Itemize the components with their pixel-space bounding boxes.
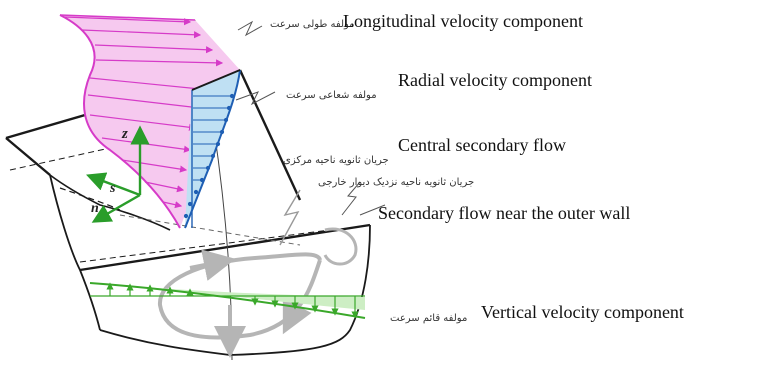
n-axis-label: n — [91, 201, 99, 216]
radial-label: Radial velocity component — [398, 70, 592, 90]
vertical-label-fa: مولفه قائم سرعت — [390, 313, 467, 324]
central-label: Central secondary flow — [398, 135, 566, 155]
outer-wall-label: Secondary flow near the outer wall — [378, 203, 630, 223]
top-plane-edge — [191, 69, 241, 91]
longitudinal-label-fa: مولفه طولی سرعت — [270, 19, 355, 30]
z-axis-label: z — [121, 126, 128, 142]
secondary-flow-cells — [157, 189, 358, 358]
vertical-velocity-profile — [89, 282, 366, 319]
local-axes — [86, 125, 150, 223]
leader-lines — [235, 20, 386, 216]
radial-velocity-profile — [183, 69, 241, 229]
central-label-fa: جریان ثانویه ناحیه مرکزی — [283, 155, 389, 166]
longitudinal-label: Longitudinal velocity component — [343, 11, 583, 31]
radial-label-fa: مولفه شعاعی سرعت — [286, 90, 377, 101]
outer-wall-label-fa: جریان ثانویه ناحیه نزدیک دیوار خارجی — [318, 177, 474, 188]
s-axis-label: s — [109, 181, 116, 196]
vertical-label: Vertical velocity component — [481, 302, 684, 322]
